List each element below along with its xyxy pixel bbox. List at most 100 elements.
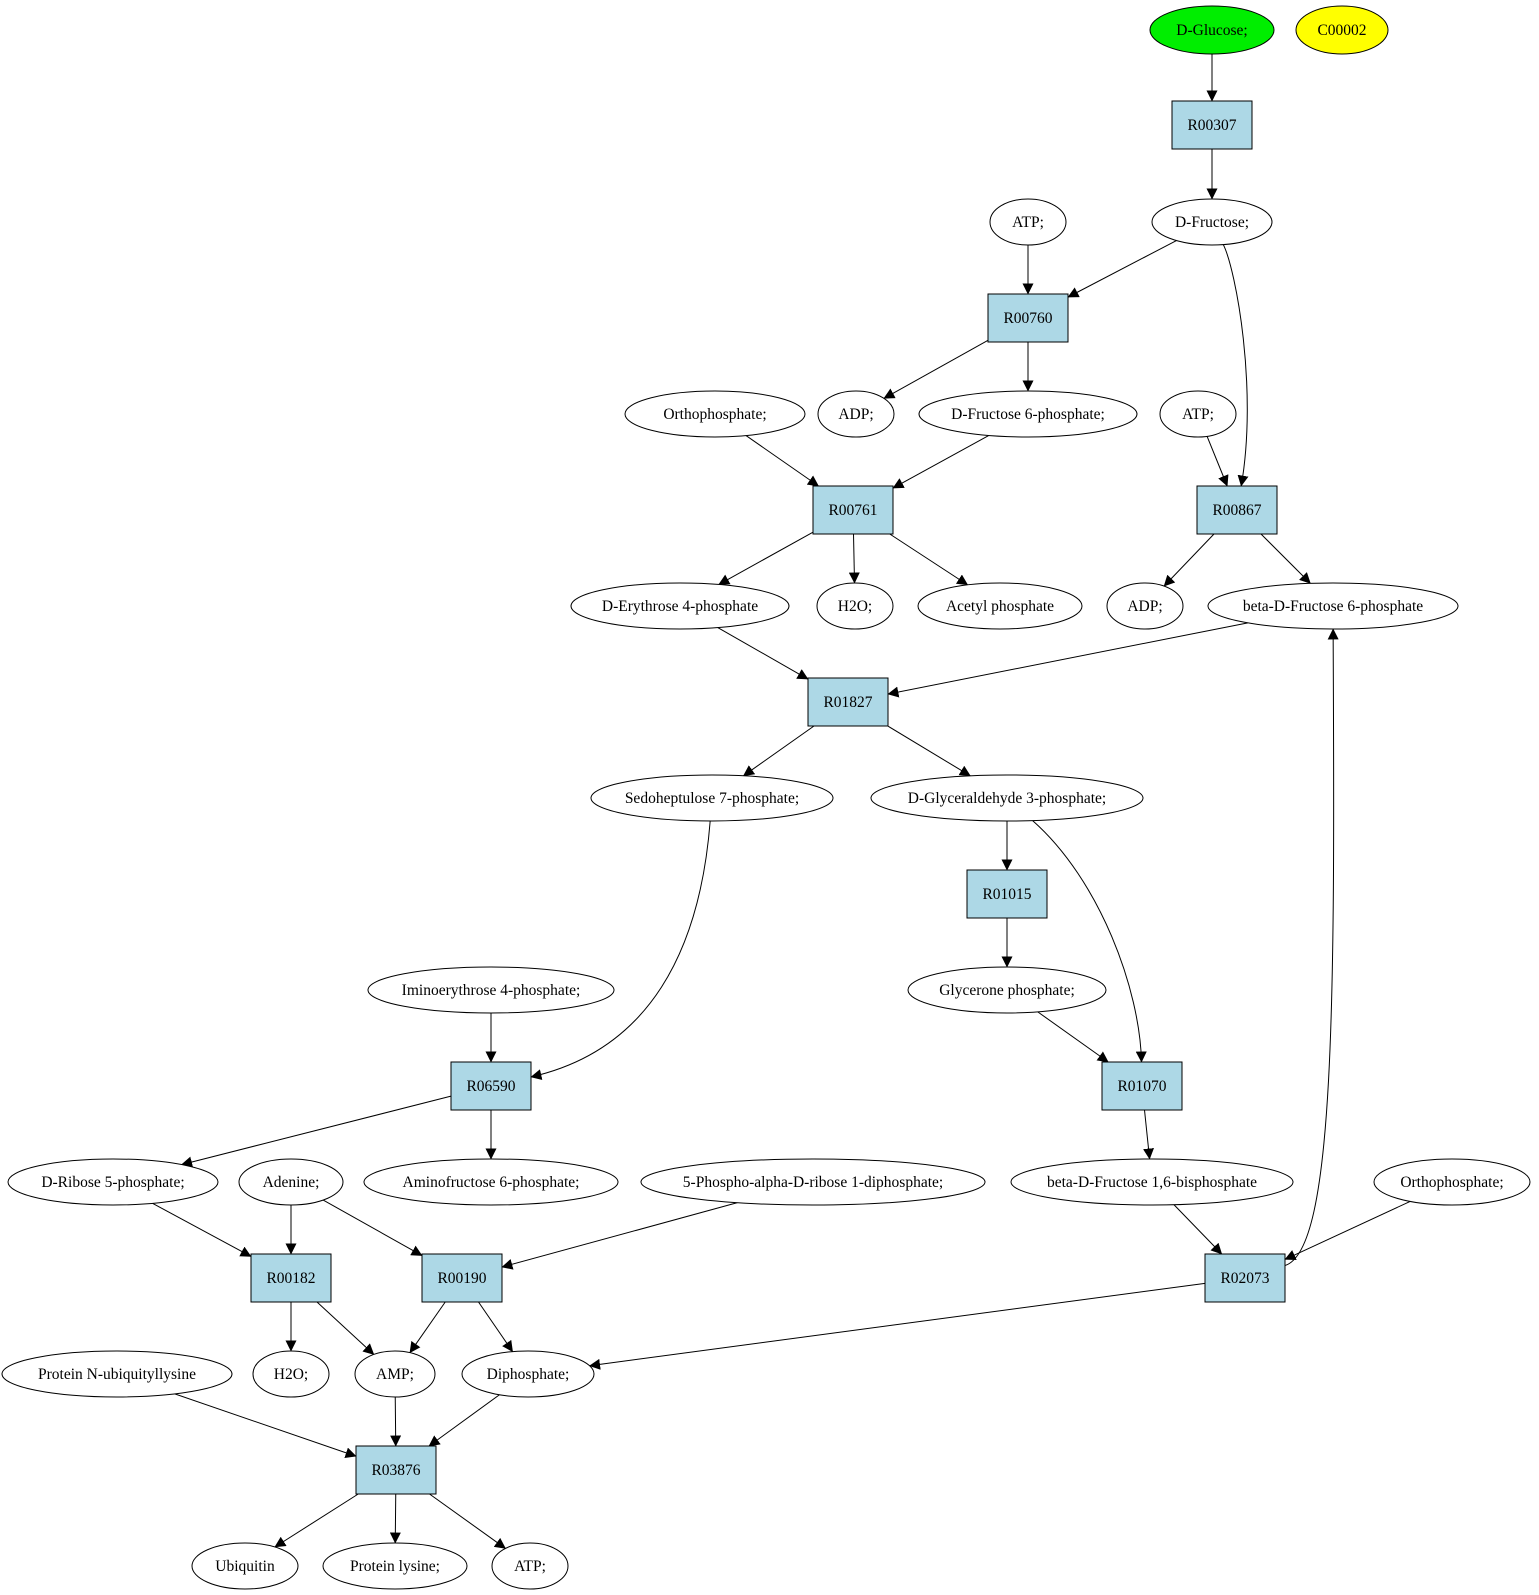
compound-node-amp[interactable]: AMP; [354,1350,436,1398]
edge-adenine-to-r00190 [322,1199,423,1256]
node-label: Aminofructose 6-phosphate; [403,1174,580,1191]
edge-atp2-to-r00867 [1206,436,1229,487]
compound-node-orthophosphate2[interactable]: Orthophosphate; [1373,1158,1531,1206]
compound-node-aminof6p[interactable]: Aminofructose 6-phosphate; [363,1158,619,1206]
compound-ellipse [1010,1158,1294,1206]
compound-node-atp2[interactable]: ATP; [1159,390,1237,438]
compound-node-orthophosphate1[interactable]: Orthophosphate; [624,390,806,438]
edge-r03876-to-protlys [389,1493,401,1544]
reaction-box [421,1253,503,1303]
edge-diphosphate-to-r03876 [428,1394,500,1447]
edge-r03876-to-ubiquitin [274,1493,359,1548]
compound-node-fructose[interactable]: D-Fructose; [1151,198,1273,246]
node-label: ATP; [1182,406,1214,423]
node-label: Iminoerythrose 4-phosphate; [402,982,581,999]
node-label: Diphosphate; [487,1366,570,1383]
compound-ellipse [1159,390,1237,438]
compound-node-acetylp[interactable]: Acetyl phosphate [917,582,1083,630]
edge-r01070-to-fbp [1143,1109,1154,1160]
compound-ellipse [1373,1158,1531,1206]
compound-node-atp1[interactable]: ATP; [989,198,1067,246]
compound-node-protubi[interactable]: Protein N-ubiquityllysine [1,1350,233,1398]
compound-ellipse [917,582,1083,630]
compound-node-atp3[interactable]: ATP; [491,1542,569,1590]
node-label: Protein lysine; [350,1558,440,1575]
reaction-box [966,869,1048,919]
compound-node-adp1[interactable]: ADP; [817,390,895,438]
reaction-node-r00182[interactable]: R00182 [250,1253,332,1303]
compound-node-s7p[interactable]: Sedoheptulose 7-phosphate; [590,774,834,822]
compound-ellipse [640,1158,986,1206]
node-label: Orthophosphate; [663,406,766,423]
compound-node-c00002[interactable]: C00002 [1295,5,1389,55]
compound-ellipse [367,966,615,1014]
compound-node-dhap[interactable]: Glycerone phosphate; [907,966,1107,1014]
compound-ellipse [1295,5,1389,55]
compound-node-imino[interactable]: Iminoerythrose 4-phosphate; [367,966,615,1014]
edge-s7p-to-r06590 [530,820,711,1080]
reaction-node-r01070[interactable]: R01070 [1101,1061,1183,1111]
compound-node-r5p[interactable]: D-Ribose 5-phosphate; [7,1158,219,1206]
node-label: ADP; [838,406,873,423]
node-label: 5-Phospho-alpha-D-ribose 1-diphosphate; [683,1174,943,1191]
compound-ellipse [191,1542,299,1590]
edge-r00182-to-amp [316,1301,375,1355]
edge-r02073-to-diphosphate [589,1282,1206,1370]
reaction-node-r00760[interactable]: R00760 [987,293,1069,343]
compound-node-adenine[interactable]: Adenine; [238,1158,344,1206]
node-label: AMP; [376,1366,414,1383]
node-label: D-Ribose 5-phosphate; [41,1174,184,1191]
reaction-node-r01827[interactable]: R01827 [807,677,889,727]
node-label: D-Fructose; [1175,214,1249,231]
edge-r00190-to-amp [409,1301,446,1354]
node-label: R00190 [437,1270,486,1287]
reaction-box [1101,1061,1183,1111]
compound-ellipse [322,1542,468,1590]
reaction-node-r00761[interactable]: R00761 [812,485,894,535]
compound-node-h2o1[interactable]: H2O; [816,582,894,630]
compound-ellipse [907,966,1107,1014]
compound-node-protlys[interactable]: Protein lysine; [322,1542,468,1590]
edge-orthophosphate1-to-r00761 [745,435,819,487]
reaction-node-r00307[interactable]: R00307 [1171,100,1253,150]
reaction-node-r02073[interactable]: R02073 [1204,1253,1286,1303]
node-label: D-Fructose 6-phosphate; [951,406,1105,423]
reaction-node-r01015[interactable]: R01015 [966,869,1048,919]
node-label: ATP; [1012,214,1044,231]
compound-node-h2o2[interactable]: H2O; [252,1350,330,1398]
node-label: Sedoheptulose 7-phosphate; [625,790,799,807]
node-label: H2O; [274,1366,308,1383]
node-label: D-Erythrose 4-phosphate [602,598,758,615]
compound-node-fbp[interactable]: beta-D-Fructose 1,6-bisphosphate [1010,1158,1294,1206]
compound-ellipse [1106,582,1184,630]
node-label: R01015 [982,886,1031,903]
compound-node-g3p[interactable]: D-Glyceraldehyde 3-phosphate; [870,774,1144,822]
compound-ellipse [989,198,1067,246]
reaction-box [807,677,889,727]
edge-protubi-to-r03876 [174,1393,357,1459]
compound-node-adp2[interactable]: ADP; [1106,582,1184,630]
node-label: C00002 [1317,22,1366,39]
compound-node-diphosphate[interactable]: Diphosphate; [461,1350,595,1398]
compound-ellipse [870,774,1144,822]
node-label: R03876 [371,1462,420,1479]
compound-node-f6p[interactable]: D-Fructose 6-phosphate; [918,390,1138,438]
edge-r00761-to-h2o1 [848,533,860,584]
compound-node-ubiquitin[interactable]: Ubiquitin [191,1542,299,1590]
reaction-node-r06590[interactable]: R06590 [450,1061,532,1111]
compound-node-glucose[interactable]: D-Glucose; [1149,5,1275,55]
edge-fbp-to-r02073 [1173,1204,1223,1255]
reaction-node-r00867[interactable]: R00867 [1196,485,1278,535]
edge-dhap-to-r01070 [1037,1011,1109,1063]
edge-r02073-to-bf6p [1284,628,1339,1267]
compound-node-prpp[interactable]: 5-Phospho-alpha-D-ribose 1-diphosphate; [640,1158,986,1206]
compound-node-e4p[interactable]: D-Erythrose 4-phosphate [570,582,790,630]
compound-node-bf6p[interactable]: beta-D-Fructose 6-phosphate [1207,582,1459,630]
node-label: R00761 [828,502,877,519]
edge-r01827-to-s7p [743,725,815,777]
node-label: H2O; [838,598,872,615]
reaction-node-r03876[interactable]: R03876 [355,1445,437,1495]
node-label: Adenine; [263,1174,320,1191]
node-label: Acetyl phosphate [946,598,1054,615]
reaction-node-r00190[interactable]: R00190 [421,1253,503,1303]
